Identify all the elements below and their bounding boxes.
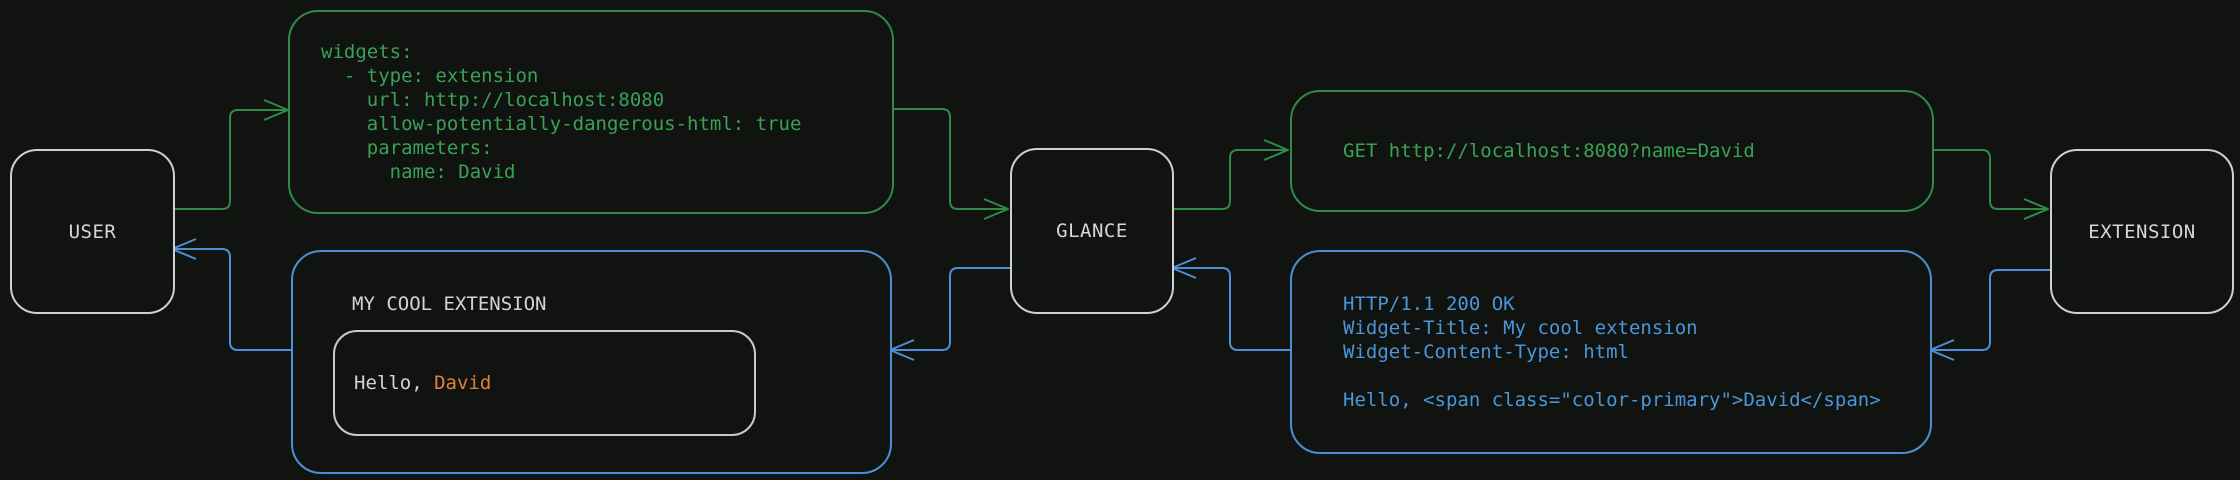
greeting-prefix: Hello, <box>354 372 435 394</box>
widget-preview-box: MY COOL EXTENSION Hello, David <box>291 250 892 474</box>
greeting-name: David <box>434 372 492 394</box>
arrow-response-to-glance <box>1171 257 1290 351</box>
arrow-request-to-extension <box>1930 149 2049 220</box>
node-user-label: USER <box>68 220 117 243</box>
response-text: HTTP/1.1 200 OK Widget-Title: My cool ex… <box>1343 293 1881 411</box>
widget-preview-window: Hello, David <box>333 330 756 436</box>
response-message-box: HTTP/1.1 200 OK Widget-Title: My cool ex… <box>1290 250 1932 454</box>
node-glance: GLANCE <box>1010 148 1174 314</box>
arrow-extension-to-response <box>1929 269 2050 361</box>
arrow-glance-to-request <box>1170 139 1289 210</box>
arrow-preview-to-user <box>171 238 291 351</box>
node-extension-label: EXTENSION <box>2088 220 2196 243</box>
node-extension: EXTENSION <box>2050 149 2234 314</box>
greeting-text: Hello, David <box>335 372 491 394</box>
arrow-glance-to-preview <box>889 267 1010 361</box>
config-message-box: widgets: - type: extension url: http://l… <box>288 10 894 214</box>
arrow-config-to-glance <box>890 108 1009 220</box>
arrow-user-to-config <box>171 99 289 210</box>
request-message-box: GET http://localhost:8080?name=David <box>1290 90 1934 212</box>
config-yaml-text: widgets: - type: extension url: http://l… <box>321 41 802 183</box>
widget-preview-title: MY COOL EXTENSION <box>352 293 547 315</box>
request-text: GET http://localhost:8080?name=David <box>1343 140 1755 162</box>
node-glance-label: GLANCE <box>1056 220 1128 242</box>
node-user: USER <box>10 149 175 314</box>
